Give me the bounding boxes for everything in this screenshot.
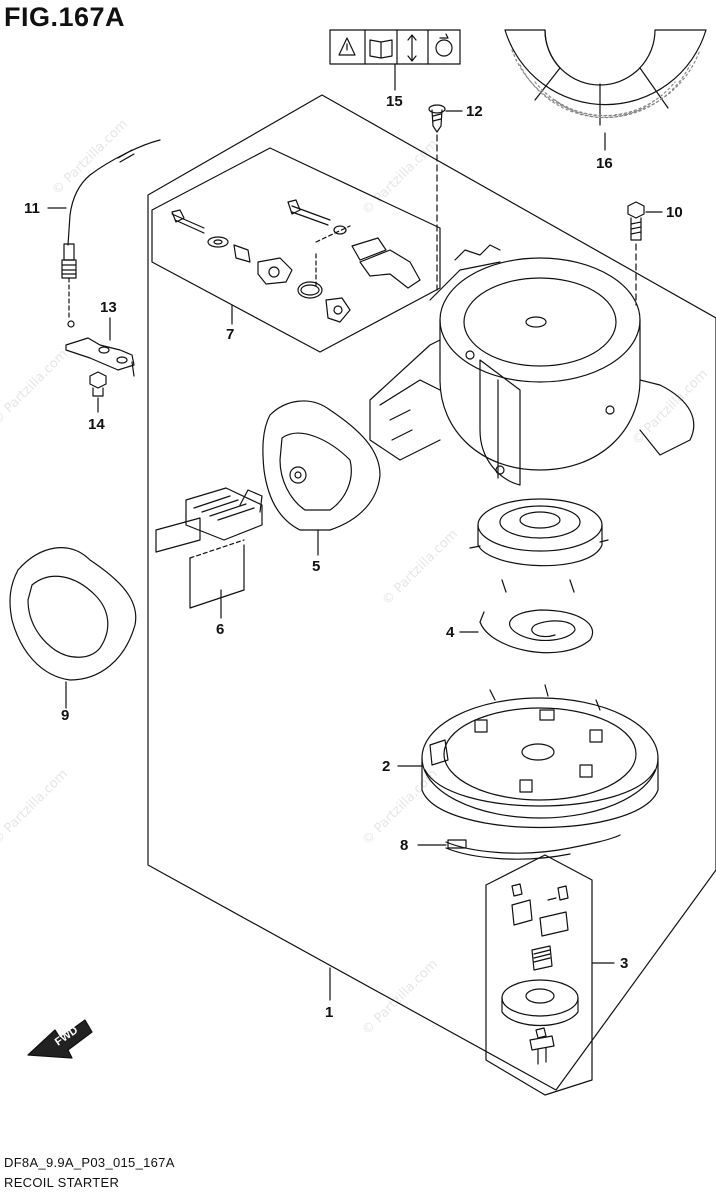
part-6-anchor [155,487,263,609]
label-15-decal [329,29,461,65]
fwd-direction-arrow [27,1019,93,1059]
figure-code: DF8A_9.9A_P03_015_167A [4,1155,175,1170]
part-13-bracket [65,337,135,377]
callout-7: 7 [226,326,235,343]
part-16-cover [504,29,707,126]
callout-6: 6 [216,621,225,638]
part-5-handle [262,400,381,531]
callout-10: 10 [666,204,683,221]
updown-arrows-icon [407,34,417,62]
callout-14: 14 [88,416,105,433]
part-4-spring [479,609,594,654]
callout-1: 1 [325,1004,334,1021]
part-2-reel [469,498,609,593]
assembly-1-boundary [147,94,716,1091]
warning-icon [338,37,356,56]
figure-title: FIG.167A [4,2,126,32]
part-14-bolt [89,371,107,397]
part-3-kit [501,883,579,1065]
callout-5: 5 [312,558,321,575]
manual-book-icon [369,39,393,59]
callout-3: 3 [620,955,629,972]
callout-15: 15 [386,93,403,110]
part-10-bolt [627,201,645,241]
kit-3-boundary [485,854,593,1096]
callout-4: 4 [446,624,455,641]
part-12-screw [428,104,446,133]
part-9-grip [9,547,137,681]
part-1-housing [369,244,695,486]
part-8-rope [445,834,621,860]
kit-7-boundary [151,147,441,353]
figure-name: RECOIL STARTER [4,1175,120,1190]
callout-11: 11 [24,200,40,217]
callout-12: 12 [466,103,483,120]
callout-8: 8 [400,837,409,854]
callout-9: 9 [61,707,70,724]
callout-16: 16 [596,155,613,172]
rotation-icon [435,39,453,57]
callout-2: 2 [382,758,391,775]
part-2-pulley [421,684,659,829]
part-11-cable [61,139,161,328]
part-7-kit [171,199,421,323]
callout-13: 13 [100,299,117,316]
